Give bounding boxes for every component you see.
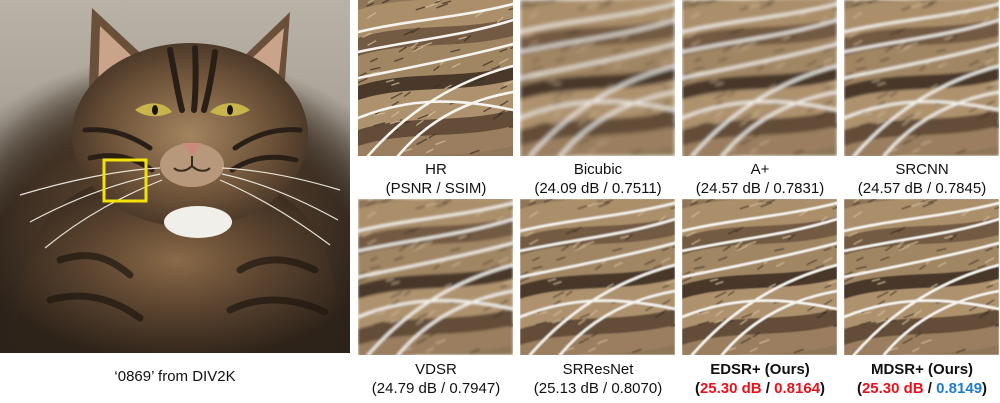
method-name: SRResNet [562,361,634,378]
method-score: (PSNR / SSIM) [385,180,487,197]
caption-mdsr: MDSR+ (Ours) (25.30 dB / 0.8149) [837,360,1000,398]
caption-srresnet: SRResNet (25.13 dB / 0.8070) [513,360,683,398]
caption-aplus: A+ (24.57 dB / 0.7831) [675,160,845,198]
method-score: (25.13 dB / 0.8070) [533,380,663,397]
method-score: (25.30 dB / 0.8164) [694,380,826,397]
ssim-second: 0.8149 [936,380,983,397]
crop-vdsr [358,199,513,355]
method-score: (24.09 dB / 0.7511) [534,180,662,197]
method-name: MDSR+ (Ours) [870,361,974,378]
crop-hr [358,0,513,156]
crop-bicubic [520,0,675,156]
method-name: A+ [750,161,770,178]
crop-edsr [682,199,837,355]
method-name: HR [425,161,447,178]
method-score: (24.57 dB / 0.7845) [857,180,987,197]
method-score: (24.57 dB / 0.7831) [695,180,825,197]
main-image-caption: ‘0869’ from DIV2K [114,368,236,385]
cat-illustration [18,8,341,353]
method-name: SRCNN [895,161,949,178]
caption-vdsr: VDSR (24.79 dB / 0.7947) [351,360,521,398]
crop-srresnet [520,199,675,355]
caption-srcnn: SRCNN (24.57 dB / 0.7845) [837,160,1000,198]
zoom-region-box [102,158,148,203]
method-score: (25.30 dB / 0.8149) [856,380,988,397]
method-score: (24.79 dB / 0.7947) [371,380,501,397]
caption-edsr: EDSR+ (Ours) (25.30 dB / 0.8164) [675,360,845,398]
crop-srcnn [844,0,999,156]
crop-mdsr [844,199,999,355]
crop-aplus [682,0,837,156]
main-cat-photo [0,0,350,353]
psnr-best: 25.30 dB [861,380,924,397]
method-name: VDSR [415,361,457,378]
method-name: EDSR+ (Ours) [710,361,810,378]
method-name: Bicubic [573,161,623,178]
psnr-best: 25.30 dB [699,380,762,397]
ssim-best: 0.8164 [774,380,821,397]
caption-bicubic: Bicubic (24.09 dB / 0.7511) [513,160,683,198]
caption-hr: HR (PSNR / SSIM) [351,160,521,198]
